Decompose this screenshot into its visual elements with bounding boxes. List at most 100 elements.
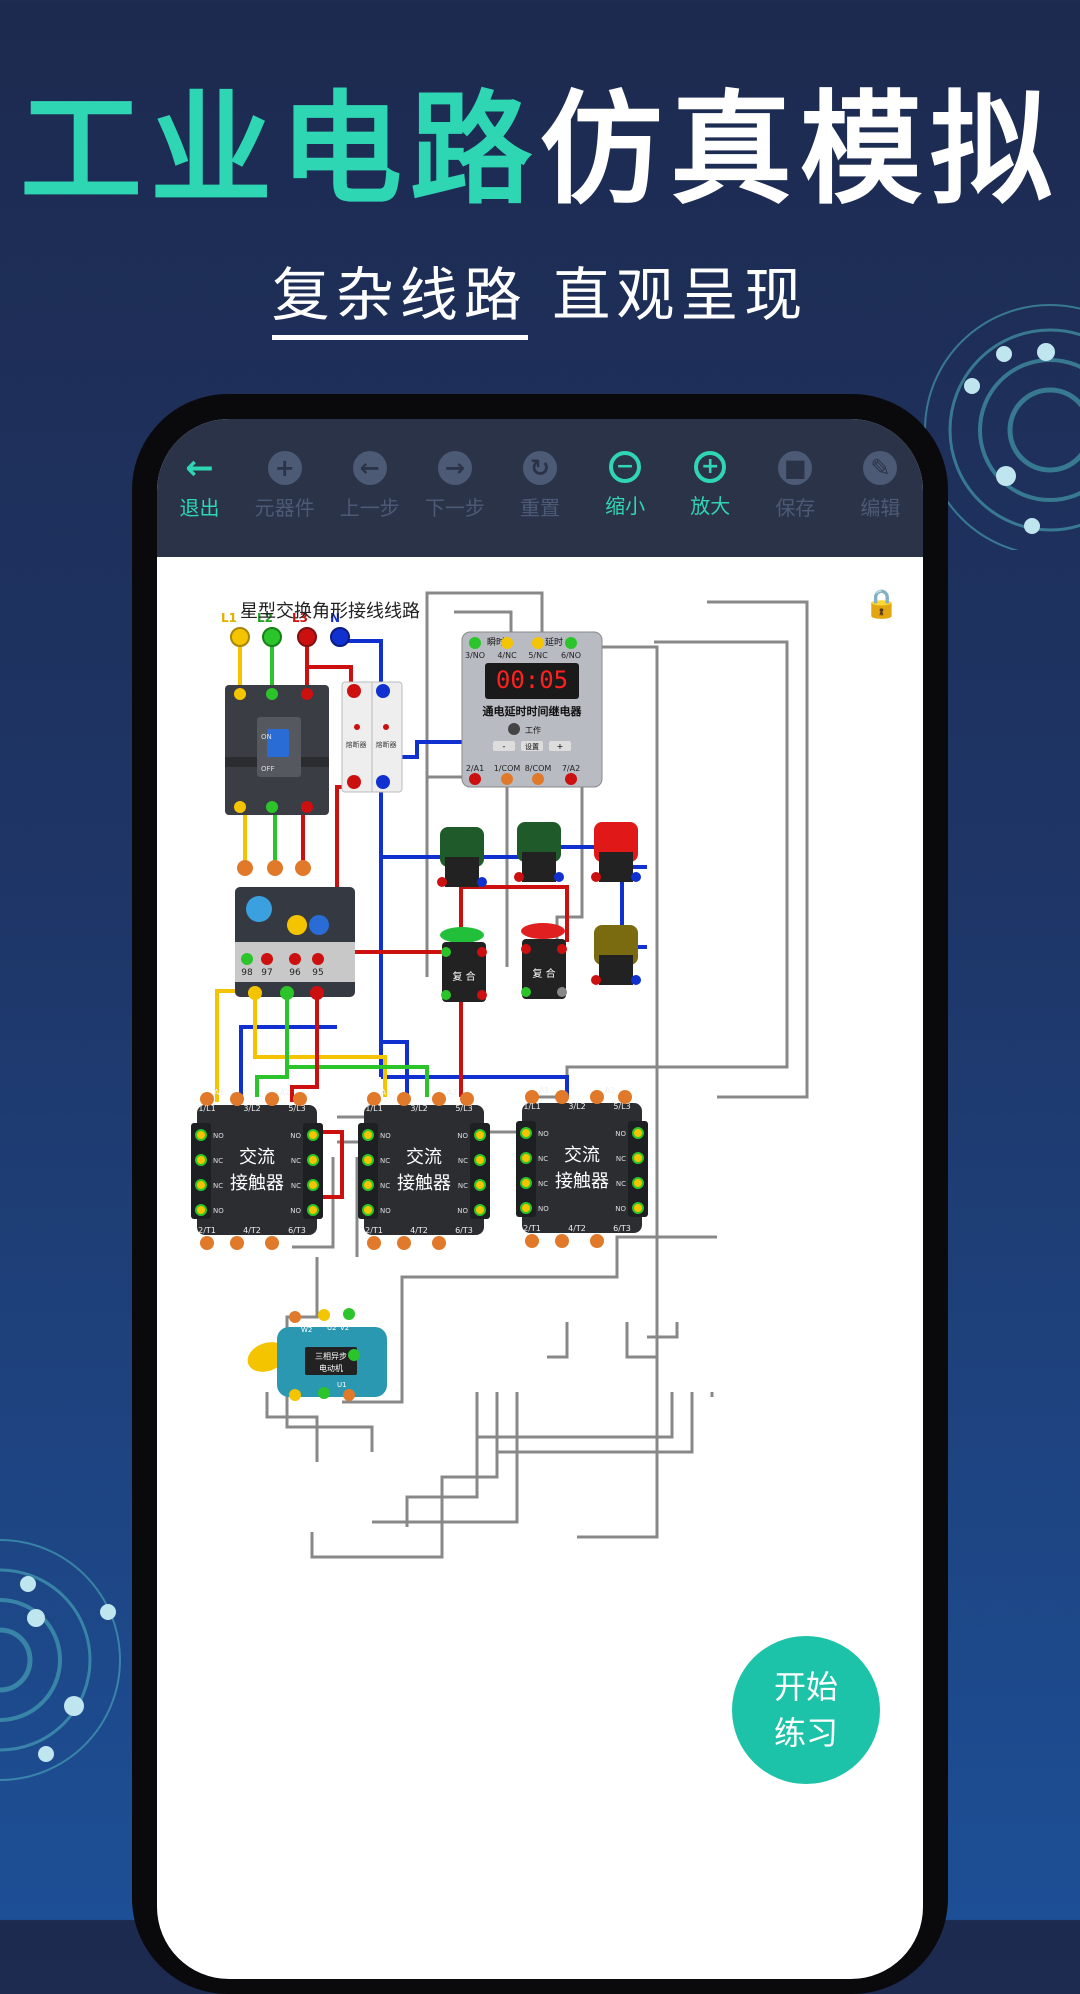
timer-bot-t1: 2/A1 — [466, 764, 484, 773]
contactor-side-right: NO — [615, 1205, 626, 1213]
start-line1: 开始 — [773, 1668, 838, 1706]
lock-icon[interactable]: 🔒 — [864, 587, 899, 620]
toolbar-zoom-out-button[interactable]: −缩小 — [583, 451, 668, 557]
motor[interactable]: 三相异步 电动机 W2 U2 V2 U1 — [243, 1308, 387, 1401]
timer-minus: - — [503, 742, 506, 751]
contactor-side-right: NC — [616, 1180, 626, 1188]
app-screen: ←退出 +元器件 ←上一步 → 下一步 ↻重置 −缩小 +放大 ■保存 ✎编辑 星… — [157, 419, 923, 1979]
contactor-bot-t3: 6/T3 — [613, 1224, 631, 1233]
terminal-l3 — [297, 627, 317, 647]
toolbar: ←退出 +元器件 ←上一步 → 下一步 ↻重置 −缩小 +放大 ■保存 ✎编辑 — [157, 419, 923, 557]
motor-line2: 电动机 — [319, 1363, 343, 1373]
push-button-stop[interactable]: 复 合 — [521, 923, 567, 999]
lamp-red — [591, 822, 641, 882]
subheadline-part2: 直观呈现 — [552, 261, 809, 329]
contactor-side-left: NO — [380, 1132, 391, 1140]
subheadline: 复杂线路 直观呈现 — [0, 248, 1080, 340]
tr-97: 97 — [261, 968, 272, 978]
circuit-title: 星型交换角形接线线路 — [240, 601, 420, 622]
contactor-name-line1: 交流 — [564, 1145, 600, 1166]
phone-frame: ←退出 +元器件 ←上一步 → 下一步 ↻重置 −缩小 +放大 ■保存 ✎编辑 星… — [132, 394, 948, 1994]
push-button-start[interactable]: 复 合 — [440, 927, 487, 1002]
contactor-side-right: NC — [458, 1182, 468, 1190]
terminal-l1 — [230, 627, 250, 647]
plus-circle-icon: + — [267, 451, 302, 485]
contactor-coil-a1: A1 — [214, 1088, 225, 1097]
contactor-name-line2: 接触器 — [397, 1173, 451, 1194]
zoom-in-icon: + — [694, 451, 727, 483]
breaker-on: ON — [261, 733, 272, 741]
timer-top-t2: 4/NC — [497, 651, 517, 660]
contactor-side-left: NC — [213, 1157, 223, 1165]
label-l1: L1 — [221, 611, 237, 625]
supply-terminals: L1 L2 L3 N — [221, 611, 350, 647]
contactor-coil-a2: A2 — [447, 1088, 458, 1097]
motor-t-w2: W2 — [301, 1326, 312, 1334]
tr-95: 95 — [312, 968, 323, 978]
label-l3: L3 — [292, 611, 308, 625]
save-icon: ■ — [778, 451, 813, 485]
circuit-canvas[interactable]: 星型交换角形接线线路 🔒 — [157, 557, 923, 1961]
contactor-top-l2: 3/L2 — [568, 1102, 585, 1111]
contactor-top-l1: 1/L1 — [523, 1102, 540, 1111]
redo-icon: → — [437, 451, 472, 485]
toolbar-edit-button[interactable]: ✎编辑 — [838, 451, 923, 557]
zoom-out-icon: − — [609, 451, 642, 483]
contactor-top-l3: 5/L3 — [613, 1102, 630, 1111]
label-l2: L2 — [257, 611, 273, 625]
toolbar-reset-button[interactable]: ↻重置 — [497, 451, 582, 557]
contactor-coil-a2: A2 — [605, 1086, 616, 1095]
circuit-breaker[interactable]: ON OFF — [225, 685, 329, 815]
label-n: N — [330, 611, 340, 625]
fuse-label-2: 熔断器 — [376, 740, 397, 749]
contactor-side-right: NC — [291, 1157, 301, 1165]
contactor-bot-t2: 4/T2 — [243, 1226, 261, 1235]
contactor-coil-a1: A1 — [539, 1086, 550, 1095]
start-practice-button[interactable]: 开始练习 — [732, 1636, 880, 1784]
contactor-side-right: NO — [290, 1132, 301, 1140]
contactor-bot-t1: 2/T1 — [198, 1226, 216, 1235]
contactor-side-right: NC — [458, 1157, 468, 1165]
toolbar-exit-button[interactable]: ←退出 — [157, 451, 242, 557]
headline-part2: 仿真模拟 — [540, 79, 1060, 221]
toolbar-label: 下一步 — [424, 496, 485, 520]
timer-tag-instant: 瞬时 — [487, 636, 505, 648]
timer-name: 通电延时时间继电器 — [483, 704, 583, 718]
edit-icon: ✎ — [863, 451, 898, 485]
timer-set: 设置 — [525, 742, 539, 751]
toolbar-redo-button[interactable]: → 下一步 — [412, 451, 497, 557]
ripple-decoration-left — [0, 1539, 121, 1781]
timer-top-t1: 3/NO — [465, 651, 485, 660]
contactor-bot-t3: 6/T3 — [455, 1226, 473, 1235]
motor-line1: 三相异步 — [315, 1351, 347, 1361]
fuses[interactable]: 熔断器 熔断器 — [341, 681, 403, 793]
toolbar-save-button[interactable]: ■保存 — [753, 451, 838, 557]
motor-t-u2: U2 — [327, 1324, 337, 1332]
contactor-coil-a2: A2 — [280, 1088, 291, 1097]
toolbar-undo-button[interactable]: ←上一步 — [327, 451, 412, 557]
contactor-coil-a1: A1 — [381, 1088, 392, 1097]
button-label-2: 复 合 — [532, 967, 555, 980]
toolbar-components-button[interactable]: +元器件 — [242, 451, 327, 557]
toolbar-zoom-in-button[interactable]: +放大 — [668, 451, 753, 557]
contactor-top-l3: 5/L3 — [455, 1104, 472, 1113]
contactor-side-left: NO — [213, 1207, 224, 1215]
indicator-lamps — [437, 822, 641, 985]
timer-plus: + — [557, 742, 564, 751]
contactor-side-left: NO — [538, 1130, 549, 1138]
contactor-bot-t1: 2/T1 — [523, 1224, 541, 1233]
motor-t-u1: U1 — [337, 1381, 347, 1389]
contactor-side-left: NC — [380, 1157, 390, 1165]
contactor-bot-t2: 4/T2 — [568, 1224, 586, 1233]
timer-relay[interactable]: 00:05 通电延时时间继电器 瞬时 延时 3/NO 4/NC 5/NC 6/N… — [461, 631, 603, 788]
contactor-top-l1: 1/L1 — [365, 1104, 382, 1113]
toolbar-label: 退出 — [179, 496, 220, 520]
contactor-name-line1: 交流 — [406, 1147, 442, 1168]
contactor-side-right: NC — [616, 1155, 626, 1163]
thermal-relay[interactable]: 98 97 96 95 — [235, 860, 355, 1000]
contactor-side-left: NO — [380, 1207, 391, 1215]
timer-tag-delay: 延时 — [545, 636, 563, 648]
